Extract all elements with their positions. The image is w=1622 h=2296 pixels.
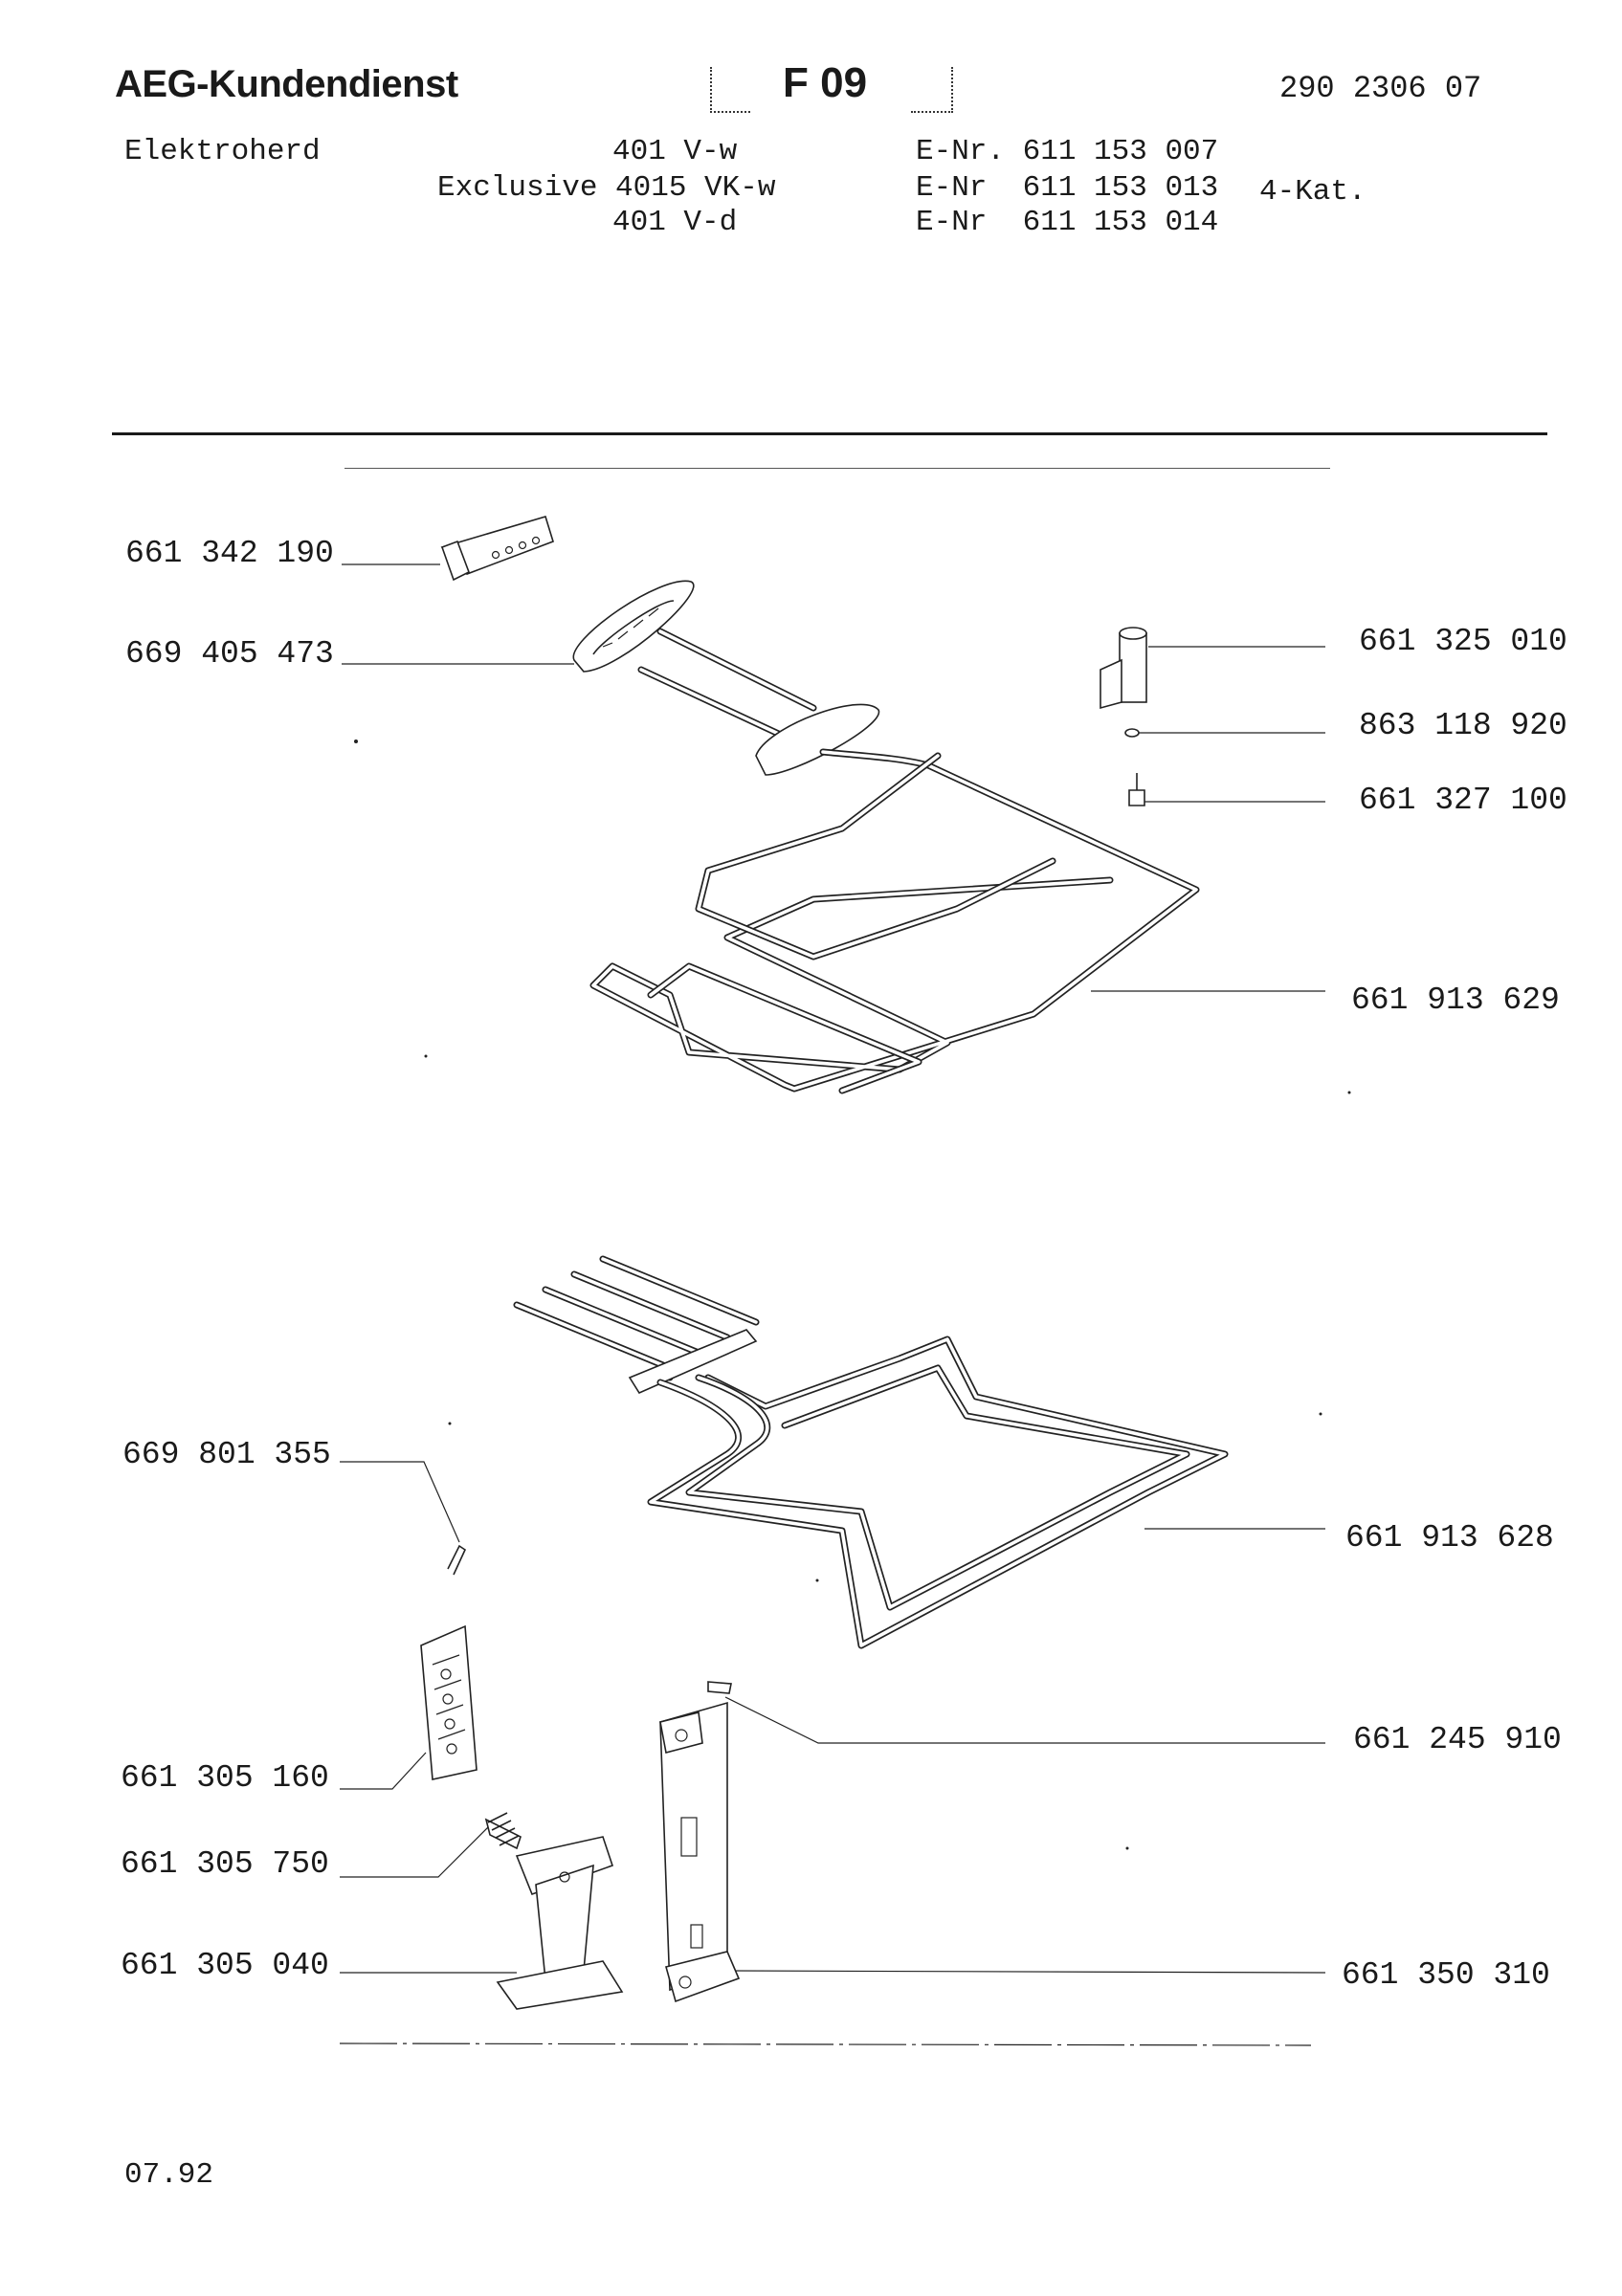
product-type: Elektroherd bbox=[124, 135, 321, 168]
bottom-heating-element bbox=[513, 1255, 1229, 1649]
footer-date: 07.92 bbox=[124, 2158, 214, 2192]
bolt-part bbox=[1128, 773, 1145, 806]
part-661-342-190: 661 342 190 bbox=[125, 536, 334, 571]
lower-dashed-rule bbox=[339, 2042, 1312, 2046]
part-863-118-920: 863 118 920 bbox=[1359, 708, 1567, 743]
category-label: 4-Kat. bbox=[1259, 175, 1366, 209]
e-number-1: E-Nr. 611 153 007 bbox=[916, 135, 1219, 168]
leader-lines bbox=[340, 563, 1326, 1974]
part-661-305-160: 661 305 160 bbox=[121, 1760, 329, 1796]
e-number-2: E-Nr 611 153 013 bbox=[916, 171, 1219, 205]
e-number-3: E-Nr 611 153 014 bbox=[916, 206, 1219, 239]
ring-part bbox=[1124, 728, 1140, 738]
part-661-305-040: 661 305 040 bbox=[121, 1948, 329, 1983]
part-669-801-355: 669 801 355 bbox=[122, 1437, 331, 1472]
part-669-405-473: 669 405 473 bbox=[125, 636, 334, 672]
document-number: 290 2306 07 bbox=[1279, 71, 1482, 106]
gasket-part bbox=[572, 580, 695, 673]
chain-guide-part bbox=[420, 1624, 478, 1780]
scan-specks bbox=[354, 740, 1351, 1850]
part-661-350-310: 661 350 310 bbox=[1342, 1957, 1550, 1993]
part-661-325-010: 661 325 010 bbox=[1359, 624, 1567, 659]
hinge-holder-part bbox=[496, 1836, 624, 2010]
connector-block-part bbox=[1100, 627, 1147, 710]
model-2: Exclusive 4015 VK-w bbox=[437, 171, 776, 205]
upper-dashed-rule bbox=[344, 468, 1330, 469]
spring-part bbox=[484, 1812, 522, 1850]
part-661-913-629: 661 913 629 bbox=[1351, 982, 1560, 1018]
part-661-327-100: 661 327 100 bbox=[1359, 783, 1567, 818]
sheet-number: F 09 bbox=[783, 59, 868, 106]
part-661-913-628: 661 913 628 bbox=[1345, 1520, 1554, 1556]
grill-heating-element bbox=[589, 628, 1200, 1094]
model-3: 401 V-d bbox=[612, 206, 738, 239]
bracket-part bbox=[440, 516, 554, 582]
part-661-245-910: 661 245 910 bbox=[1353, 1722, 1562, 1757]
part-661-305-750: 661 305 750 bbox=[121, 1846, 329, 1882]
hinge-plate-part bbox=[659, 1701, 741, 2003]
model-1: 401 V-w bbox=[612, 135, 738, 168]
brand-title: AEG-Kundendienst bbox=[115, 63, 458, 105]
sheet-bracket-left bbox=[710, 67, 750, 113]
contact-part bbox=[707, 1681, 732, 1694]
sheet-bracket-right bbox=[911, 67, 953, 113]
header-rule bbox=[112, 432, 1547, 435]
clip-part bbox=[447, 1544, 467, 1576]
